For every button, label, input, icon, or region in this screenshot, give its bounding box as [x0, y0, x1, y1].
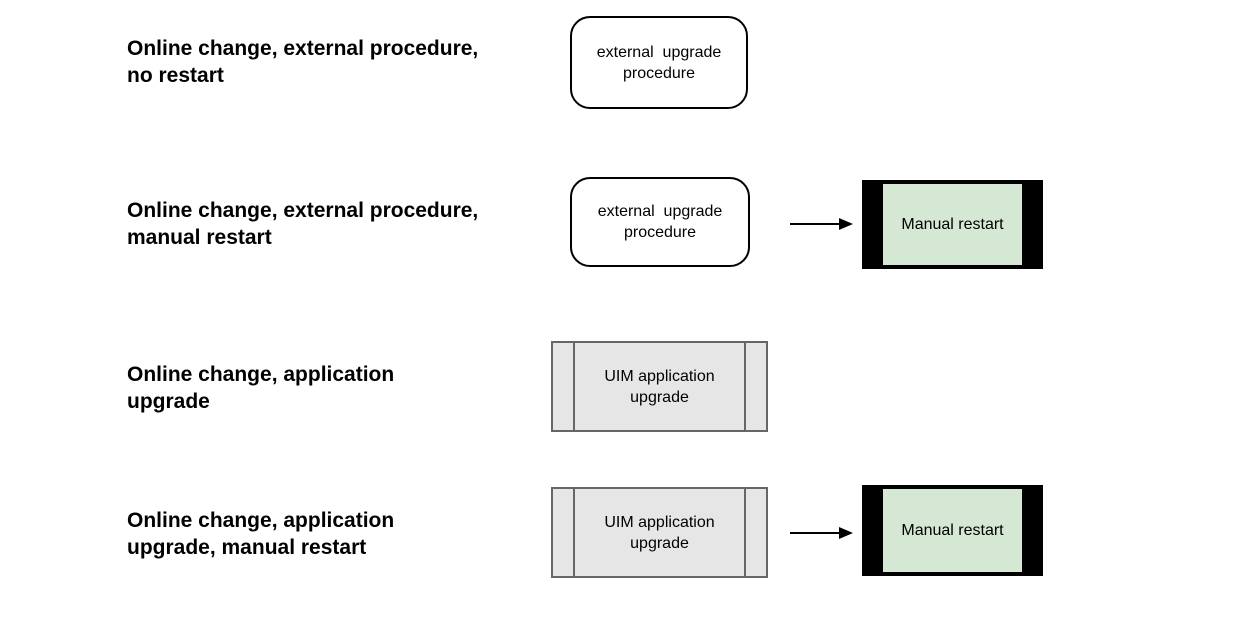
flow-arrow-icon — [790, 215, 854, 233]
shape-label: UIM application upgrade — [604, 513, 715, 552]
manual-restart-shape: Manual restart — [862, 180, 1043, 269]
flow-arrow-icon — [790, 524, 854, 542]
shape-label: external upgrade procedure — [596, 43, 722, 82]
process-bar-left — [573, 343, 575, 430]
shape-label: external upgrade procedure — [597, 203, 723, 241]
external-upgrade-procedure-shape: external upgrade procedure — [570, 16, 748, 109]
process-bar-left — [573, 489, 575, 576]
process-bar-right — [744, 343, 746, 430]
shape-label: Manual restart — [901, 522, 1004, 539]
uim-application-upgrade-shape: UIM application upgrade — [551, 341, 768, 432]
row-label-external-manual-restart: Online change, external procedure, manua… — [127, 199, 479, 249]
manual-restart-inner: Manual restart — [882, 488, 1023, 573]
manual-restart-shape: Manual restart — [862, 485, 1043, 576]
uim-application-upgrade-shape: UIM application upgrade — [551, 487, 768, 578]
process-bar-right — [744, 489, 746, 576]
row-label-application-upgrade-manual-restart: Online change, application upgrade, manu… — [127, 509, 395, 559]
row-label-external-no-restart: Online change, external procedure, no re… — [127, 37, 479, 87]
shape-label: UIM application upgrade — [604, 367, 715, 406]
shape-label: Manual restart — [901, 216, 1004, 233]
manual-restart-inner: Manual restart — [882, 183, 1023, 266]
external-upgrade-procedure-shape: external upgrade procedure — [570, 177, 750, 267]
row-label-application-upgrade: Online change, application upgrade — [127, 363, 395, 413]
